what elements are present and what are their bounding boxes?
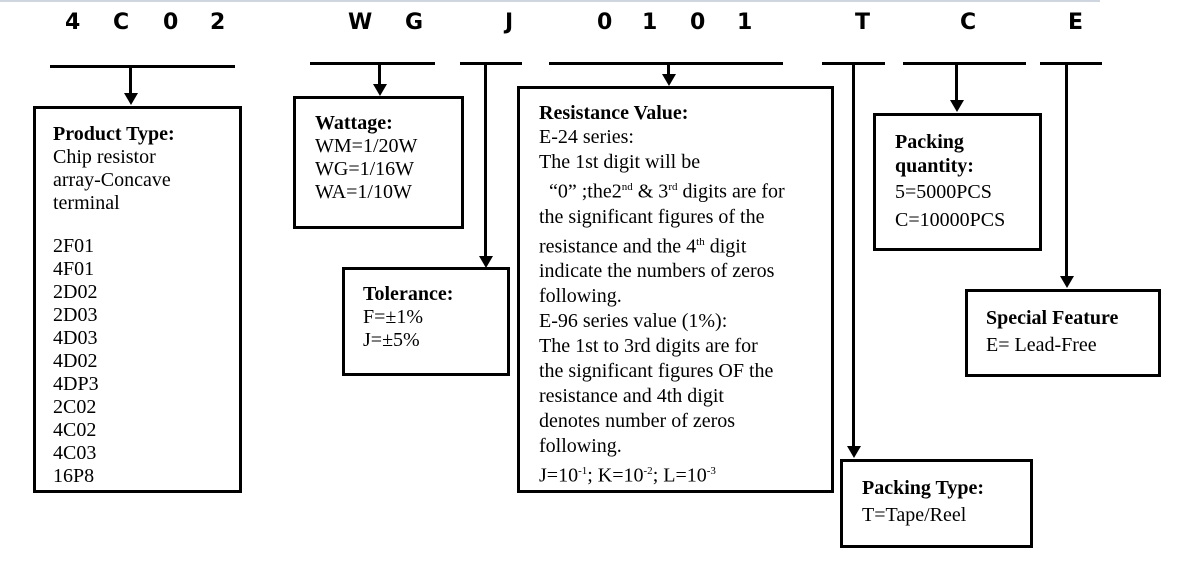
product-type-item: 4D03 <box>53 327 98 349</box>
resistance-line: following. <box>539 285 622 308</box>
resistance-line: E-24 series: <box>539 126 634 148</box>
product-type-item: 4C03 <box>53 442 97 464</box>
resistance-line: denotes number of zeros <box>539 410 736 433</box>
product-type-item: 2F01 <box>53 235 95 257</box>
code-char-11: 1 <box>737 10 753 35</box>
code-char-5: W <box>348 10 373 35</box>
resistance-line: “0” ;the2nd & 3rd digits are for <box>549 180 785 203</box>
product-type-desc-line: Chip resistor <box>53 146 156 168</box>
connector-packing-quantity <box>955 64 958 101</box>
resistance-line: the significant figures OF the <box>539 360 774 383</box>
product-type-desc-line: array-Concave <box>53 169 171 191</box>
wattage-item: WG=1/16W <box>315 158 415 180</box>
tolerance-box: Tolerance: F=±1% J=±5% <box>342 267 510 376</box>
code-char-7: J <box>505 10 514 35</box>
arrow-special-feature <box>1060 276 1074 288</box>
resistance-line: The 1st to 3rd digits are for <box>539 335 758 358</box>
code-char-1: 4 <box>65 10 81 35</box>
product-type-item: 4D02 <box>53 350 98 372</box>
resistance-line: resistance and the 4th digit <box>539 235 747 258</box>
connector-wattage <box>378 64 381 85</box>
arrow-tolerance <box>479 256 493 268</box>
packing-quantity-title: quantity: <box>895 155 974 177</box>
code-char-8: 0 <box>597 10 613 35</box>
resistance-line: indicate the numbers of zeros <box>539 260 775 283</box>
special-feature-title: Special Feature <box>986 307 1119 329</box>
resistance-line: E-96 series value (1%): <box>539 310 728 333</box>
packing-type-item: T=Tape/Reel <box>862 504 967 526</box>
special-feature-box: Special Feature E= Lead-Free <box>965 289 1161 377</box>
wattage-item: WA=1/10W <box>315 181 412 203</box>
code-char-14: E <box>1068 10 1084 35</box>
resistance-line: the significant figures of the <box>539 205 765 228</box>
bar-wattage <box>310 62 435 65</box>
resistance-title: Resistance Value: <box>539 102 689 124</box>
code-char-3: 0 <box>163 10 179 35</box>
product-type-box: Product Type: Chip resistor array-Concav… <box>33 106 242 493</box>
product-type-item: 4DP3 <box>53 373 99 395</box>
product-type-item: 2D02 <box>53 281 98 303</box>
product-type-item: 4C02 <box>53 419 97 441</box>
arrow-packing-quantity <box>950 100 964 112</box>
resistance-line: resistance and 4th digit <box>539 385 724 408</box>
product-type-item: 2D03 <box>53 304 98 326</box>
wattage-item: WM=1/20W <box>315 135 418 157</box>
packing-quantity-item: 5=5000PCS <box>895 181 992 203</box>
wattage-title: Wattage: <box>315 112 393 134</box>
code-char-12: T <box>855 10 871 35</box>
product-type-item: 16P8 <box>53 465 95 487</box>
product-type-desc-line: terminal <box>53 192 120 214</box>
code-char-4: 2 <box>210 10 226 35</box>
packing-type-box: Packing Type: T=Tape/Reel <box>840 459 1033 548</box>
arrow-packing-type <box>847 446 861 458</box>
connector-special-feature <box>1065 64 1068 277</box>
arrow-product-type <box>124 93 138 105</box>
resistance-value-box: Resistance Value: E-24 series: The 1st d… <box>517 86 834 493</box>
connector-resistance <box>667 64 670 75</box>
special-feature-item: E= Lead-Free <box>986 334 1097 356</box>
code-char-9: 1 <box>642 10 658 35</box>
product-type-title: Product Type: <box>53 123 175 145</box>
code-char-2: C <box>113 10 130 35</box>
connector-tolerance <box>484 64 487 257</box>
code-char-13: C <box>960 10 977 35</box>
bar-packing-type <box>822 62 885 65</box>
packing-quantity-box: Packing quantity: 5=5000PCS C=10000PCS <box>873 113 1042 251</box>
resistance-line: The 1st digit will be <box>539 151 701 173</box>
packing-type-title: Packing Type: <box>862 477 985 499</box>
packing-quantity-item: C=10000PCS <box>895 209 1006 231</box>
arrow-wattage <box>373 84 387 96</box>
code-char-10: 0 <box>690 10 706 35</box>
tolerance-item: F=±1% <box>363 306 424 328</box>
wattage-box: Wattage: WM=1/20W WG=1/16W WA=1/10W <box>293 96 464 229</box>
bar-tolerance <box>460 62 522 65</box>
connector-packing-type <box>852 64 855 447</box>
top-rule <box>0 0 1100 2</box>
packing-quantity-title: Packing <box>895 131 964 153</box>
resistance-line: following. <box>539 435 622 458</box>
bar-resistance <box>549 62 783 65</box>
bar-product-type <box>50 65 235 68</box>
bar-special-feature <box>1040 62 1102 65</box>
arrow-resistance <box>662 74 676 86</box>
tolerance-title: Tolerance: <box>363 283 454 305</box>
resistance-line: J=10-1; K=10-2; L=10-3 <box>539 464 716 487</box>
product-type-item: 2C02 <box>53 396 97 418</box>
connector-product-type <box>129 67 132 94</box>
bar-packing-quantity <box>903 62 1026 65</box>
tolerance-item: J=±5% <box>363 329 420 351</box>
code-char-6: G <box>405 10 424 35</box>
product-type-item: 4F01 <box>53 258 95 280</box>
